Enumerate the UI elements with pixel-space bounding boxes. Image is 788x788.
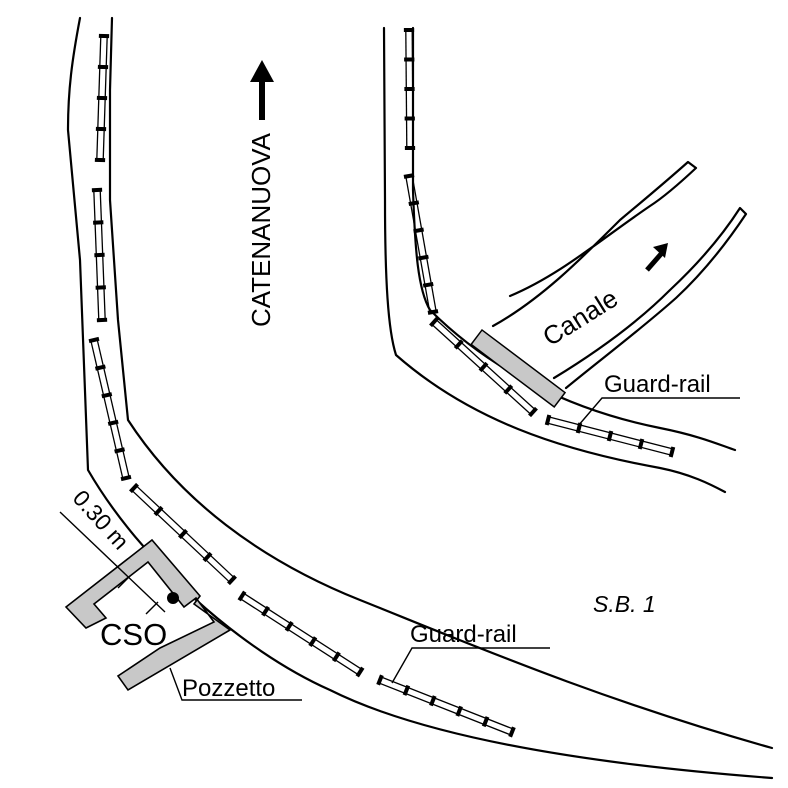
guardrail-post xyxy=(402,684,411,696)
dimension-tick-a xyxy=(117,575,131,589)
guardrail-post xyxy=(403,173,415,179)
guardrail-post xyxy=(284,621,294,632)
guardrail-segment xyxy=(237,590,365,678)
guardrail-segment xyxy=(403,173,439,315)
guardrail-segment xyxy=(94,33,110,163)
guardrail-post xyxy=(94,364,106,371)
guardrail-post xyxy=(606,430,614,442)
guardrail-post xyxy=(418,254,429,261)
guardrail-post xyxy=(668,446,676,458)
guardrail-segment xyxy=(129,482,237,586)
guardrail-line xyxy=(243,592,363,670)
guardrail-post xyxy=(481,716,490,728)
guardrail-post xyxy=(503,384,514,395)
manhole-label: Pozzetto xyxy=(182,675,275,702)
guardrail-segment xyxy=(91,187,108,323)
guardrail-post xyxy=(120,474,132,482)
guardrail-post xyxy=(455,705,463,717)
dimension-line xyxy=(59,511,166,613)
guardrail-post xyxy=(453,339,464,350)
guardrail-segment xyxy=(544,414,676,458)
road-edge-outer-left xyxy=(66,16,774,780)
guardrail-line xyxy=(90,340,124,479)
guardrail-line xyxy=(96,339,130,478)
guardrail-post xyxy=(355,666,365,678)
guardrail-post xyxy=(427,309,439,315)
guardrail-post xyxy=(376,674,384,686)
arrow-up-icon xyxy=(250,60,274,120)
guardrail-line xyxy=(239,598,359,676)
direction-label: CATENANUOVA xyxy=(246,132,276,327)
guardrail-post xyxy=(129,482,139,494)
guardrail-post xyxy=(413,227,424,234)
guardrail-post xyxy=(429,695,437,707)
guardrail-line xyxy=(411,175,437,312)
guardrail-line xyxy=(405,176,431,313)
guardrail-line xyxy=(378,682,512,736)
guardrail-post xyxy=(178,528,188,540)
guardrail-post xyxy=(308,636,318,647)
guardrail-post xyxy=(153,505,164,517)
guardrail-line xyxy=(380,676,514,730)
guardrail-post xyxy=(261,605,271,617)
guardrail-segment xyxy=(429,316,538,418)
guardrail-post xyxy=(114,447,126,454)
dot-icon xyxy=(167,592,179,604)
guardrail-post xyxy=(101,392,113,399)
guardrail-post xyxy=(508,726,516,738)
guardrail-post xyxy=(637,438,645,450)
canal-bank-lower xyxy=(552,206,748,390)
leader-guardrail-upper xyxy=(577,397,740,427)
road-edge-inner-left xyxy=(108,16,774,750)
canal-culvert xyxy=(470,328,567,409)
guardrail-segment xyxy=(403,27,416,151)
guardrail-post xyxy=(107,419,119,426)
guardrail-post xyxy=(544,414,552,426)
manhole-wall xyxy=(64,538,232,692)
guardrail-post xyxy=(88,336,100,344)
guardrail-group xyxy=(88,27,676,738)
canal-bank-upper xyxy=(491,160,698,328)
distance-label: 0.30 m xyxy=(68,485,134,555)
guardrail-post xyxy=(202,551,213,563)
guardrail-post xyxy=(408,200,420,207)
guardrail-post xyxy=(237,590,247,602)
guardrail-segment xyxy=(376,674,516,738)
leader-guardrail-lower xyxy=(391,647,550,684)
guardrail-post xyxy=(528,406,538,418)
guardrail-post xyxy=(429,316,439,328)
leader-pozzetto xyxy=(169,667,302,701)
guardrail-post xyxy=(422,281,434,288)
cso-label: CSO xyxy=(100,617,167,652)
arrow-up-right-icon xyxy=(645,243,668,272)
guardrail-post xyxy=(227,574,237,586)
guardrail-upper-label: Guard-rail xyxy=(604,371,711,398)
guardrail-lower-label: Guard-rail xyxy=(410,621,517,648)
dimension-tick-b xyxy=(145,601,159,615)
road-code-label: S.B. 1 xyxy=(593,591,656,617)
guardrail-post xyxy=(478,361,489,373)
guardrail-post xyxy=(331,651,341,663)
road-edge-outer-right xyxy=(382,26,727,494)
guardrail-segment xyxy=(88,336,132,482)
